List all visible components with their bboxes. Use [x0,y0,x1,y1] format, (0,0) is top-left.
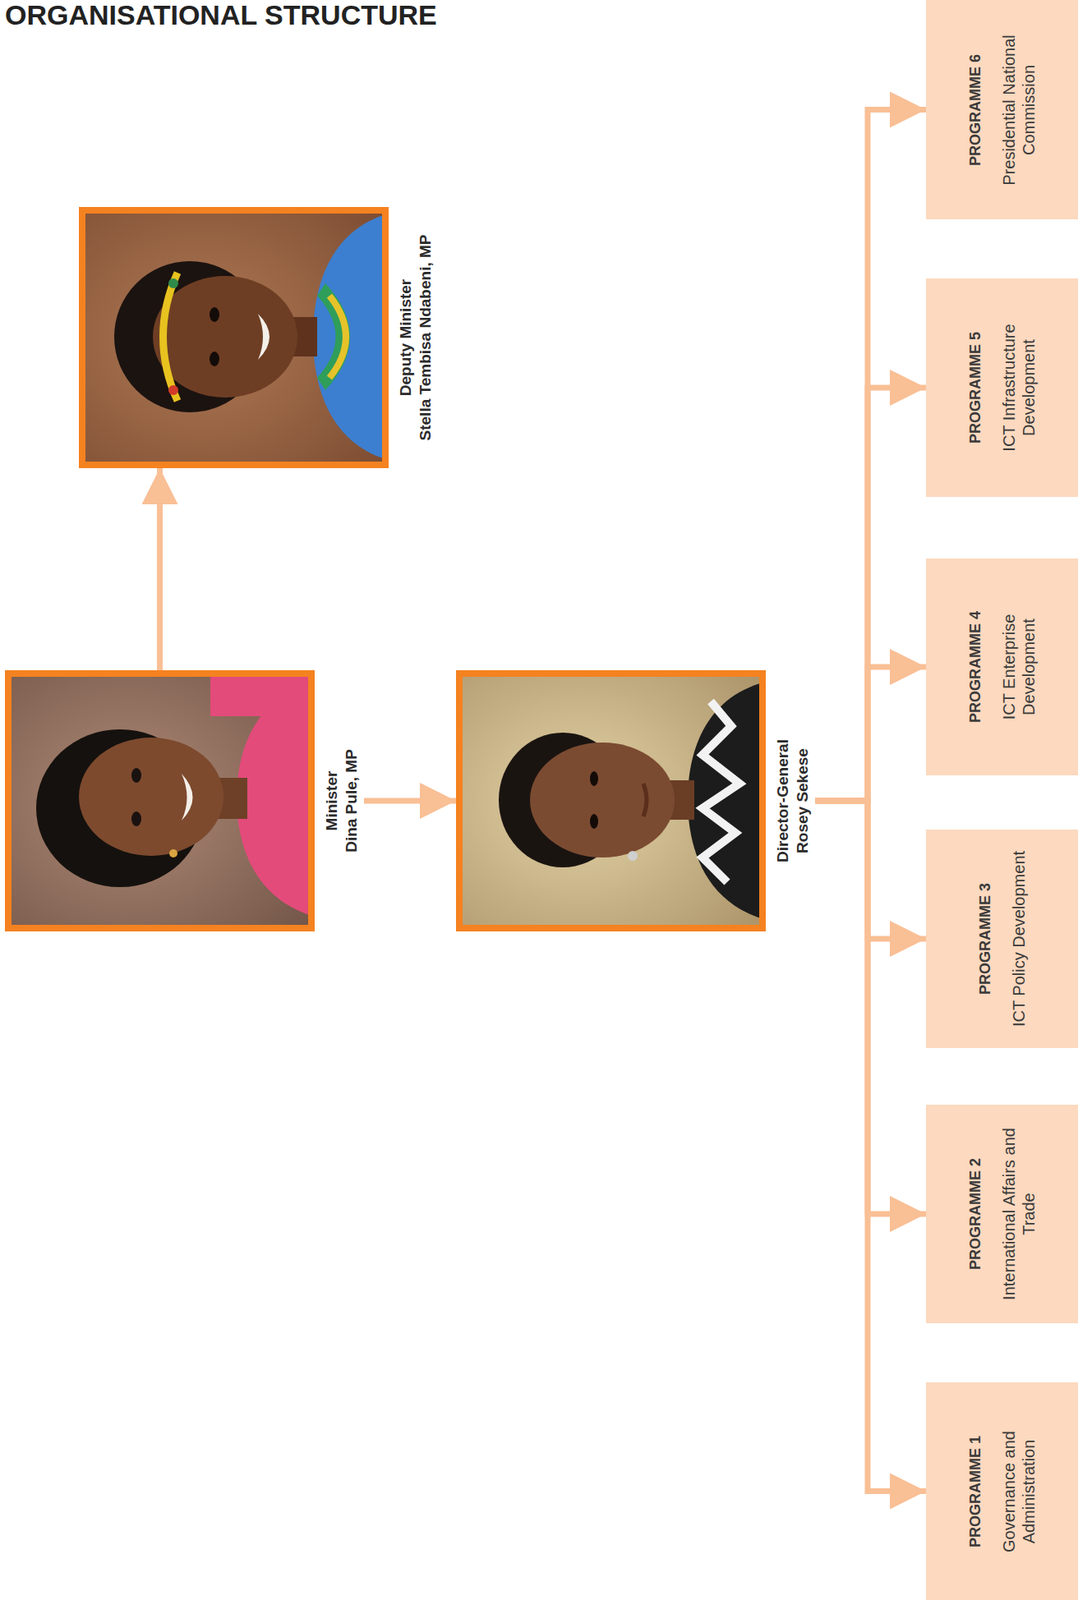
portrait-mouth [643,783,647,817]
portrait-necklace [317,283,351,391]
connector-arrow [815,801,926,1215]
programme-number: PROGRAMME 6 [966,17,985,203]
programme-number: PROGRAMME 4 [966,575,985,761]
connector-arrow [815,801,926,940]
programme-box: PROGRAMME 1 Governance and Administration [925,1382,1078,1600]
portrait-eye [131,811,142,827]
portrait-box: Deputy MinisterStella Tembisa Ndabeni, M… [78,207,438,469]
portrait-earring [169,849,178,858]
portrait-bead [168,385,179,396]
caption-text: MinisterDina Pule, MP [322,670,362,932]
portrait-eye [131,768,142,784]
programme-text: PROGRAMME 6 Presidential National Commiss… [966,17,1039,203]
portrait-shoulders [236,681,315,917]
programme-number: PROGRAMME 1 [966,1399,985,1585]
portrait-eye [209,351,220,367]
portrait-headband [163,272,179,401]
connector-arrow [156,468,163,671]
portrait-face [78,737,224,857]
photo-background [78,207,389,469]
portrait-box: MinisterDina Pule, MP [4,670,364,932]
portrait-bead [168,278,179,289]
portrait-necklace [329,295,346,378]
page-title: ORGANISATIONAL STRUCTURE [4,0,438,30]
programme-box: PROGRAMME 3 ICT Policy Development [925,829,1078,1049]
programme-name: ICT Policy Development [1008,847,1029,1032]
portrait-eye [589,771,599,787]
caption-text: Deputy MinisterStella Tembisa Ndabeni, M… [396,207,436,469]
photo-frame [78,207,389,469]
programme-name: ICT Infrastructure Development [999,295,1039,481]
programme-name: Governance and Administration [999,1399,1039,1585]
programme-number: PROGRAMME 5 [966,295,985,481]
portrait-photo [456,670,766,932]
person-name: Stella Tembisa Ndabeni, MP [415,207,436,469]
caption-area: Deputy MinisterStella Tembisa Ndabeni, M… [395,207,437,469]
programme-number: PROGRAMME 3 [976,847,995,1032]
programme-box: PROGRAMME 4 ICT Enterprise Development [925,558,1078,776]
photo-frame [4,670,315,932]
programme-text: PROGRAMME 1 Governance and Administration [966,1399,1039,1585]
connector-arrow [815,801,926,1493]
programme-name: International Affairs and Trade [999,1122,1039,1308]
portrait-eye [589,814,599,830]
programme-name: Presidential National Commission [999,17,1039,203]
portrait-earring [627,851,638,862]
role-title: Deputy Minister [396,207,416,469]
connector-arrow [815,110,926,802]
programme-box: PROGRAMME 6 Presidential National Commiss… [925,0,1078,220]
programme-number: PROGRAMME 2 [966,1122,985,1308]
connector-arrow [363,798,457,805]
portrait-dress-pattern [702,701,740,883]
programme-box: PROGRAMME 2 International Affairs and Tra… [925,1105,1078,1324]
programme-name: ICT Enterprise Development [999,575,1039,761]
portrait-photo [78,207,389,469]
caption-text: Director-GeneralRosey Sekese [773,670,813,932]
photo-background [456,670,766,932]
photo-background [4,670,315,932]
portrait-smile [257,313,270,360]
portrait-photo [4,670,315,932]
caption-area: MinisterDina Pule, MP [321,670,363,932]
programme-text: PROGRAMME 2 International Affairs and Tra… [966,1122,1039,1308]
connector-group [160,110,927,1493]
programme-text: PROGRAMME 3 ICT Policy Development [976,847,1029,1032]
person-name: Rosey Sekese [792,670,813,932]
role-title: Minister [322,670,342,932]
programme-text: PROGRAMME 4 ICT Enterprise Development [966,575,1039,761]
portrait-shoulders [313,213,389,461]
role-title: Director-General [773,670,793,932]
programme-box: PROGRAMME 5 ICT Infrastructure Developmen… [925,278,1078,498]
photo-frame [456,670,766,932]
programme-text: PROGRAMME 5 ICT Infrastructure Developmen… [966,295,1039,481]
portrait-face [152,276,298,398]
portrait-box: Director-GeneralRosey Sekese [456,670,816,932]
caption-area: Director-GeneralRosey Sekese [772,670,814,932]
portrait-eye [209,307,220,323]
portrait-shoulders [687,681,766,921]
portrait-smile [181,773,194,821]
portrait-face [529,742,675,858]
person-name: Dina Pule, MP [341,670,362,932]
